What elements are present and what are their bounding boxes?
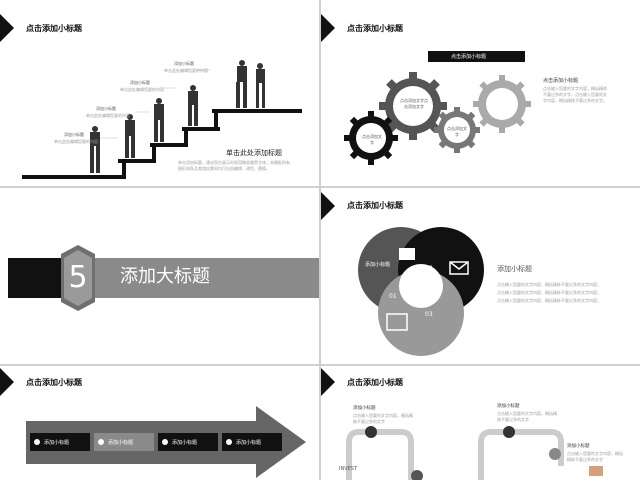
slide-stairs[interactable]: 点击添加小标题 xyxy=(0,0,319,186)
corner-marker xyxy=(321,14,335,42)
slide-circles[interactable]: 点击添加小标题 添加小标题 02 01 03 添加小标题 点击输入您要的文字内容… xyxy=(321,188,640,364)
gear-small-label: 点击添加文字 xyxy=(447,126,467,137)
corner-marker xyxy=(0,14,14,42)
arrow-item-4: 添加小标题 xyxy=(236,440,262,446)
section-title: 添加大标题 xyxy=(120,266,210,287)
slide-title: 点击添加小标题 xyxy=(347,378,403,387)
step-3-desc: 单击此处编辑您要的内容 xyxy=(120,87,164,92)
step-3-title: 添加小标题 xyxy=(130,80,150,85)
arrow-item-3: 添加小标题 xyxy=(172,440,198,446)
main-body-line-2: 图形线条及其相应素材均可自由编辑、改色、替换。 xyxy=(178,166,270,171)
circle-num-02: 02 xyxy=(425,265,433,272)
invest-label: INVEST xyxy=(339,466,358,472)
circle-num-03: 03 xyxy=(425,311,433,318)
stairs-figure xyxy=(22,60,302,179)
path-desc-top-left: 点击输入您要的文字内容，概括精炼不要过多的文字 xyxy=(353,413,413,424)
slide-title: 点击添加小标题 xyxy=(347,201,403,210)
slide-title: 点击添加小标题 xyxy=(347,24,403,33)
step-1-desc: 单击此处编辑您要的内容 xyxy=(54,139,98,144)
corner-marker xyxy=(321,368,335,396)
gear-banner-text: 点击添加小标题 xyxy=(451,54,487,60)
gears-figure xyxy=(344,72,531,165)
path-label-bottom-right: 添加小标题 xyxy=(567,444,590,449)
step-2-title: 添加小标题 xyxy=(96,106,116,111)
corner-marker xyxy=(0,368,14,396)
step-4-title: 添加小标题 xyxy=(174,61,194,66)
path-desc-bottom-right: 点击输入您要的文字内容，概括精炼不要过多的文字 xyxy=(567,451,623,462)
slide-title: 点击添加小标题 xyxy=(26,378,82,387)
path-figure xyxy=(346,426,603,480)
section-figure xyxy=(8,245,319,311)
gear-side-title: 点击添加小标题 xyxy=(543,78,579,84)
slide-path[interactable]: 点击添加小标题 添加小标题 点击输入您要的文字内容，概括精炼不要过多的文字 添加… xyxy=(321,366,640,480)
slide-arrow[interactable]: 点击添加小标题 添加小标题 添加小标题 添加小标题 添加小标题 xyxy=(0,366,319,480)
gear-left-label: 点击添加文字 xyxy=(362,134,382,145)
circles-body-2: 点击输入您要的文字内容，概括精炼不要过多的文字内容。 xyxy=(497,290,601,295)
gear-large-label: 点击添加文字点击添加文字 xyxy=(400,98,428,109)
step-1-title: 添加小标题 xyxy=(64,132,84,137)
main-heading: 单击此处添加标题 xyxy=(226,149,282,157)
arrow-figure xyxy=(26,406,306,478)
slide-title: 点击添加小标题 xyxy=(26,24,82,33)
step-4-desc: 单击此处编辑您要的内容 xyxy=(164,68,208,73)
path-desc-top-right: 点击输入您要的文字内容，概括精炼不要过多的文字 xyxy=(497,411,557,422)
step-2-desc: 单击此处编辑您要的内容 xyxy=(86,113,130,118)
circle-num-01: 01 xyxy=(389,293,397,300)
section-number: 5 xyxy=(68,260,88,295)
corner-marker xyxy=(321,192,335,220)
main-body-line-1: 单击添加标题，建议您在展示时采用微软雅黑字体，本模板所有 xyxy=(178,160,290,165)
circles-figure xyxy=(358,227,484,356)
slide-gears[interactable]: 点击添加小标题 点击添加小标题 xyxy=(321,0,640,186)
path-label-top-left: 添加小标题 xyxy=(353,406,376,411)
gear-banner xyxy=(428,51,525,62)
gear-side-body: 点击输入您要的文字内容，概括精炼不要过多的文字。点击输入您要的文字内容，概括精炼… xyxy=(543,86,607,103)
circles-right-title: 添加小标题 xyxy=(497,265,532,273)
slide-section[interactable]: 5 添加大标题 xyxy=(0,188,319,364)
circle-left-label: 添加小标题 xyxy=(365,262,391,268)
circles-body-3: 点击输入您要的文字内容，概括精炼不要过多的文字内容。 xyxy=(497,298,601,303)
path-label-top-right: 添加小标题 xyxy=(497,404,520,409)
arrow-item-2: 添加小标题 xyxy=(108,440,134,446)
circles-body-1: 点击输入您要的文字内容，概括精炼不要过多的文字内容。 xyxy=(497,282,601,287)
arrow-item-1: 添加小标题 xyxy=(44,440,70,446)
